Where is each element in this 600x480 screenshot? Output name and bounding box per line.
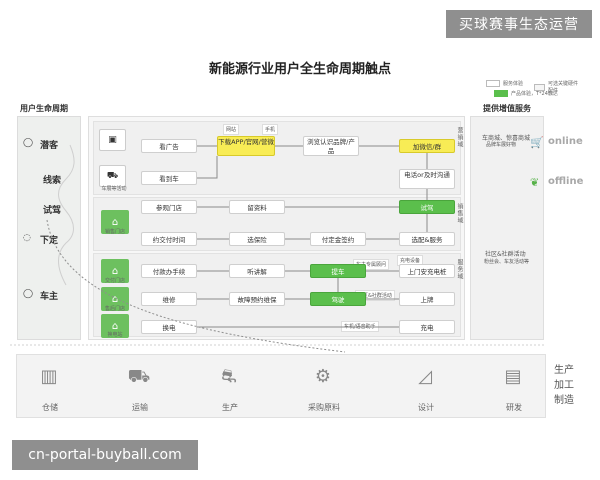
user-check-icon: ◌ <box>23 233 31 243</box>
box-leave-info: 留资料 <box>229 200 285 214</box>
ad-screen-icon: ▣ <box>99 129 126 151</box>
box-pay-procedures: 付款办手续 <box>141 264 197 278</box>
legend: 服务体验 可选关键硬件配件 产品体验，T*24触达 <box>486 80 578 98</box>
watermark-top: 买球赛事生态运营 <box>446 10 592 38</box>
bottom-design: 设计 <box>418 403 434 412</box>
box-choose-insurance: 选保险 <box>229 232 285 246</box>
online-service-items: 车商城、惊喜商城 <box>482 135 531 142</box>
after-sales-icon: ⌂ <box>101 287 129 311</box>
robot-arm-icon: ⚙ <box>314 366 332 387</box>
factory-icon: ▥ <box>40 366 58 387</box>
box-see-car: 看到车 <box>141 171 197 185</box>
lifecycle-title: 用户生命周期 <box>20 104 68 113</box>
user-icon: ◯ <box>23 138 34 148</box>
cart-icon: 🛒 <box>530 136 544 149</box>
legend-product-swatch <box>494 90 508 97</box>
box-maintenance: 维修 <box>141 292 197 306</box>
swap-station-icon: ⌂ <box>101 314 129 338</box>
bottom-storage: 仓储 <box>42 403 58 412</box>
legend-hardware-label: 可选关键硬件配件 <box>548 81 579 94</box>
online-label: online <box>548 136 583 147</box>
legend-product-label: 产品体验，T*24触达 <box>511 91 558 97</box>
online-service-subitems: 品牌车展好物 <box>486 142 517 148</box>
phone-tag: 手机 <box>262 124 279 135</box>
box-call-contact: 电话or及时沟通 <box>399 169 455 189</box>
after-sales-caption: 售后门店 <box>104 306 125 312</box>
service-domain-label: 服务域 <box>456 259 463 280</box>
offline-service-subitems: 粉丝会、车友活动等 <box>484 259 530 265</box>
delivery-store-icon: ⌂ <box>101 259 129 283</box>
offline-label: offline <box>548 176 584 187</box>
production-label: 生产加工制造 <box>554 365 574 406</box>
legend-service-swatch <box>486 80 500 87</box>
box-pickup: 提车 <box>310 264 366 278</box>
box-battery-swap: 换电 <box>141 320 197 334</box>
delivery-store-caption: 交付门店 <box>104 278 125 284</box>
box-watch-ad: 看广告 <box>141 139 197 153</box>
box-test-drive: 试驾 <box>399 200 455 214</box>
box-drive: 驾驶 <box>310 292 366 306</box>
sales-store-icon: ⌂ <box>101 210 129 234</box>
box-fault-booking: 故障预约维保 <box>229 292 285 306</box>
box-contract-deposit: 付定金签约 <box>310 232 366 246</box>
arrow-seecar-download <box>197 156 218 179</box>
user-car-icon: ◯ <box>23 289 34 299</box>
box-home-charger: 上门安充电桩 <box>399 264 455 278</box>
exhibition-caption: 车展等活动 <box>101 186 127 192</box>
bottom-rd: 研发 <box>506 403 522 412</box>
box-browse-knowledge: 浏览认识品牌/产品 <box>303 136 359 156</box>
marketing-domain-label: 营销域 <box>456 127 463 148</box>
lab-icon: ▤ <box>504 366 522 387</box>
box-delivery-time: 约交付时间 <box>141 232 197 246</box>
truck-icon: ⛟ <box>127 366 151 387</box>
box-visit-store: 参观门店 <box>141 200 197 214</box>
offline-service-items: 社区&社群活动 <box>485 251 526 258</box>
lifecycle-path <box>58 144 75 286</box>
bottom-transport: 运输 <box>132 403 148 412</box>
web-tag: 网站 <box>223 124 240 135</box>
diagram-title: 新能源行业用户全生命周期触点 <box>208 62 391 77</box>
car-show-icon: ⛟ <box>99 165 126 187</box>
box-add-wechat: 加微信/群 <box>399 139 455 153</box>
leaf-icon: ❦ <box>530 176 540 189</box>
value-added-panel: 车商城、惊喜商城 品牌车展好物 社区&社群活动 粉丝会、车友活动等 <box>470 116 544 340</box>
value-service-title: 提供增值服务 <box>483 104 531 113</box>
bottom-production: 生产 <box>222 403 238 412</box>
box-download-app: 下载APP/官网/营微 <box>217 136 275 156</box>
box-selection-service: 选配&服务 <box>399 232 455 246</box>
box-charge: 充电 <box>399 320 455 334</box>
box-plate: 上牌 <box>399 292 455 306</box>
sales-store-caption: 销售门店 <box>104 229 125 235</box>
production-band: ▥ 仓储 ⛟ 运输 ⛐ 生产 ⚙ 采购原料 ◿ 设计 ▤ 研发 <box>16 354 546 418</box>
legend-service-label: 服务体验 <box>503 81 524 87</box>
car-line-icon: ⛐ <box>221 366 237 387</box>
ruler-icon: ◿ <box>418 366 432 387</box>
touchpoint-main-panel: 营销域 销售域 服务域 ▣ ⛟ 车展等活动 ⌂ 销售门店 ⌂ 交付门店 ⌂ 售后… <box>88 116 465 340</box>
box-listen-explain: 听讲解 <box>229 264 285 278</box>
sales-domain-label: 销售域 <box>456 203 463 224</box>
watermark-bottom: cn-portal-buyball.com <box>12 440 198 470</box>
legend-hardware-swatch <box>534 83 545 91</box>
flow-lines <box>197 145 428 328</box>
bottom-purchase: 采购原料 <box>308 403 340 412</box>
swap-station-caption: 换电站 <box>107 332 123 338</box>
